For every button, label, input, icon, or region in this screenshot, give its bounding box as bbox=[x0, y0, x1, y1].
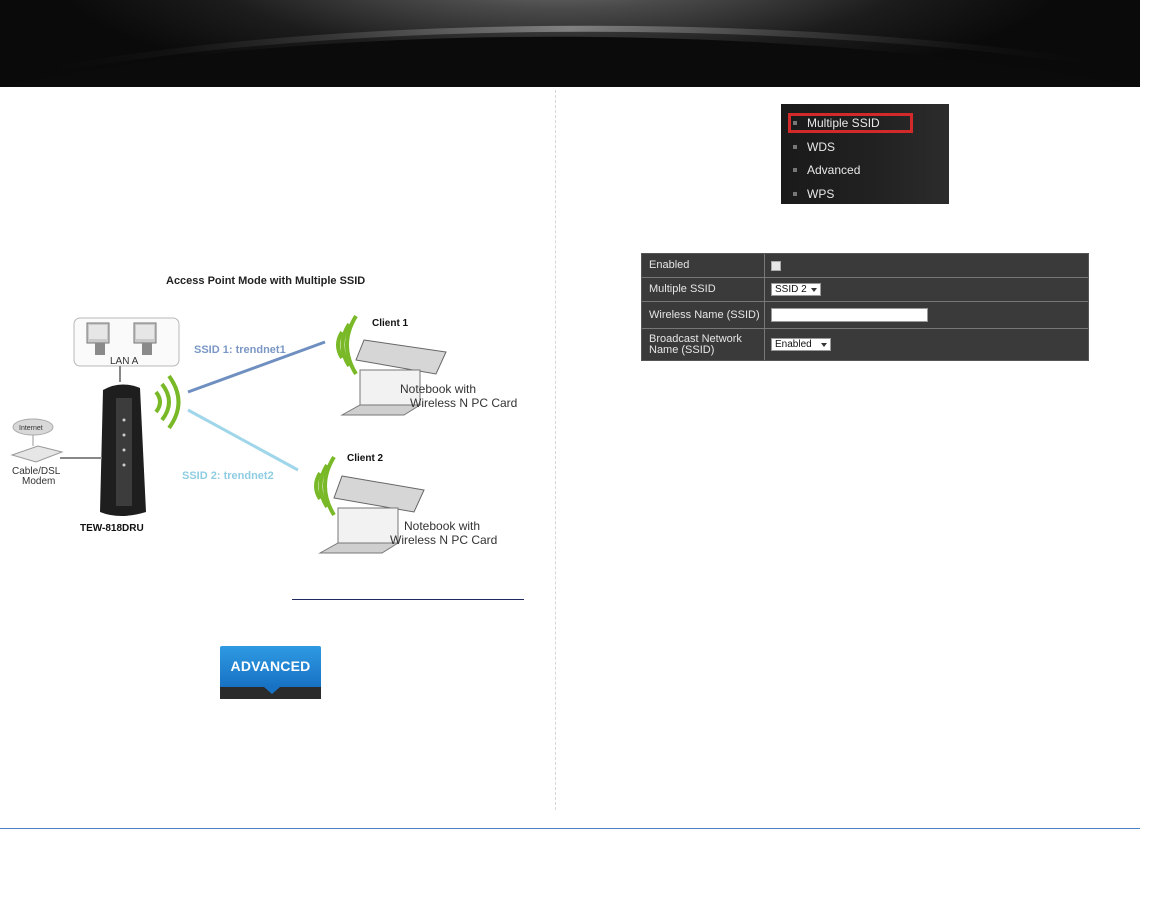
bullet-icon bbox=[793, 192, 797, 196]
client1-notebook-line2: Wireless N PC Card bbox=[410, 396, 517, 410]
client1-notebook-line1: Notebook with bbox=[400, 382, 476, 396]
row-broadcast: Broadcast Network Name (SSID) Enabled bbox=[642, 329, 1088, 360]
client2-wifi-icon bbox=[314, 455, 336, 517]
client2-label: Client 2 bbox=[347, 453, 384, 464]
client2-notebook-line1: Notebook with bbox=[404, 519, 480, 533]
menu-item-label: Advanced bbox=[807, 163, 861, 177]
modem-group: Internet Cable/DSL Modem bbox=[10, 418, 102, 487]
computer-icon bbox=[86, 322, 110, 355]
network-diagram: LAN A TEW-818DRU Internet Cable/DSL Mode… bbox=[10, 314, 517, 554]
broadcast-label: Broadcast Network Name (SSID) bbox=[642, 329, 765, 360]
ssid2-link bbox=[187, 408, 299, 472]
multiple-ssid-settings: Enabled Multiple SSID SSID 2 Wireless Na… bbox=[641, 253, 1089, 361]
menu-item-wds[interactable]: WDS bbox=[793, 138, 835, 156]
enabled-checkbox[interactable] bbox=[771, 260, 781, 271]
ssid1-label: SSID 1: trendnet1 bbox=[194, 344, 286, 356]
client2-notebook-line2: Wireless N PC Card bbox=[390, 533, 497, 547]
wireless-name-input[interactable] bbox=[771, 308, 928, 322]
banner-swoosh bbox=[0, 25, 1140, 87]
ssid2-label: SSID 2: trendnet2 bbox=[182, 470, 274, 482]
column-divider bbox=[555, 90, 556, 810]
row-wireless-name: Wireless Name (SSID) bbox=[642, 302, 1088, 329]
wireless-submenu: Multiple SSID WDS Advanced WPS bbox=[781, 104, 949, 204]
broadcast-select[interactable]: Enabled bbox=[771, 338, 831, 351]
lan-a-group: LAN A bbox=[73, 317, 180, 367]
menu-highlight-box bbox=[788, 113, 913, 133]
broadcast-value: Enabled bbox=[775, 339, 812, 350]
computer-icon bbox=[133, 322, 157, 355]
header-banner bbox=[0, 0, 1140, 87]
internet-label: Internet bbox=[19, 425, 43, 432]
broadcast-label-line2: Name (SSID) bbox=[649, 343, 715, 356]
bullet-icon bbox=[793, 121, 797, 125]
menu-item-label: WPS bbox=[807, 187, 835, 201]
modem-label-line2: Modem bbox=[22, 476, 55, 487]
chevron-down-icon bbox=[821, 342, 827, 347]
menu-item-label: WDS bbox=[807, 140, 835, 154]
multiple-ssid-select[interactable]: SSID 2 bbox=[771, 283, 821, 296]
pc-card-icon bbox=[355, 339, 447, 375]
laptop-icon bbox=[337, 507, 399, 544]
ssid1-link bbox=[187, 340, 326, 394]
bullet-icon bbox=[793, 168, 797, 172]
footer-divider bbox=[0, 828, 1140, 829]
menu-item-label: Multiple SSID bbox=[807, 116, 880, 130]
multiple-ssid-value: SSID 2 bbox=[775, 284, 807, 295]
chevron-down-icon bbox=[811, 287, 817, 292]
wireless-name-label: Wireless Name (SSID) bbox=[642, 302, 765, 328]
router-wifi-icon bbox=[154, 374, 181, 430]
advanced-button[interactable]: ADVANCED bbox=[220, 646, 321, 699]
client2-group: Client 2 Notebook with Wireless N PC Car… bbox=[314, 453, 497, 554]
client1-group: Client 1 Notebook with Wireless N PC Car… bbox=[336, 314, 517, 416]
router-label: TEW-818DRU bbox=[80, 523, 144, 534]
router-device bbox=[100, 384, 146, 516]
row-enabled: Enabled bbox=[642, 254, 1088, 278]
menu-item-advanced[interactable]: Advanced bbox=[793, 161, 860, 179]
multiple-ssid-label: Multiple SSID bbox=[642, 278, 765, 301]
lan-a-label: LAN A bbox=[110, 356, 139, 367]
enabled-label: Enabled bbox=[642, 254, 765, 277]
menu-item-multiple-ssid[interactable]: Multiple SSID bbox=[793, 114, 880, 132]
client1-label: Client 1 bbox=[372, 318, 409, 329]
row-multiple-ssid: Multiple SSID SSID 2 bbox=[642, 278, 1088, 302]
link-underline bbox=[292, 599, 524, 600]
bullet-icon bbox=[793, 145, 797, 149]
diagram-title: Access Point Mode with Multiple SSID bbox=[166, 275, 366, 287]
client1-wifi-icon bbox=[336, 314, 358, 376]
pc-card-icon bbox=[333, 475, 425, 513]
menu-item-wps[interactable]: WPS bbox=[793, 185, 834, 203]
broadcast-label-line1: Broadcast Network bbox=[649, 332, 742, 345]
advanced-button-label: ADVANCED bbox=[230, 658, 311, 674]
modem-label-line1: Cable/DSL bbox=[12, 466, 61, 477]
